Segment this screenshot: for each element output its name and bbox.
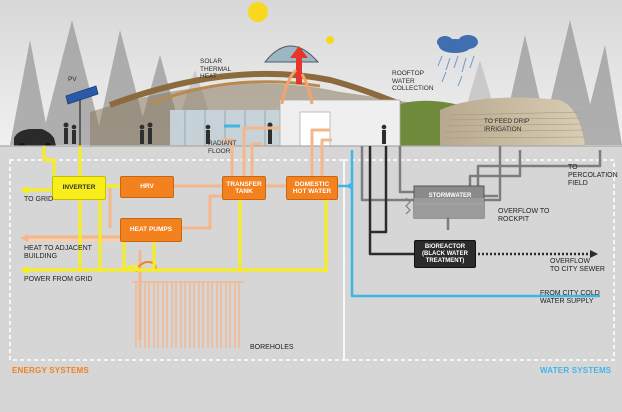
black-water-lines	[368, 146, 414, 256]
transfer-tank-box: TRANSFER TANK	[222, 176, 266, 200]
hrv-box: HRV	[120, 176, 174, 198]
stormwater-tank	[413, 185, 485, 219]
heat-pipes	[26, 126, 332, 340]
arrowheads-power	[20, 186, 28, 274]
stormwater-lines	[360, 146, 602, 230]
city-cold-water-supply-label: FROM CITY COLD WATER SUPPLY	[540, 290, 600, 305]
inverter-box: INVERTER	[52, 176, 106, 200]
water-systems-title: WATER SYSTEMS	[540, 366, 612, 375]
rooftop-water-collection-label: ROOFTOP WATER COLLECTION	[392, 70, 434, 92]
stormwater-box: STORMWATER	[428, 193, 472, 200]
arrowheads-water	[346, 182, 352, 190]
energy-systems-title: ENERGY SYSTEMS	[12, 366, 89, 375]
people-silhouettes	[63, 122, 387, 144]
rockpit-pipe	[405, 197, 411, 215]
earth-mound	[440, 97, 585, 146]
bioreactor-box: BIOREACTOR (BLACK WATER TREATMENT)	[414, 240, 476, 268]
heat-pumps-box: HEAT PUMPS	[120, 218, 182, 242]
rain-cloud-icon	[437, 35, 478, 87]
sun-icon	[248, 2, 268, 22]
pv-label: PV	[68, 76, 77, 83]
radiant-floor-label: RADIANT FLOOR	[208, 140, 237, 155]
pv-panel-icon	[65, 85, 99, 146]
heat-to-adjacent-building-label: HEAT TO ADJACENT BUILDING	[24, 245, 92, 260]
arrowheads-waste	[590, 250, 598, 258]
water-systems-frame	[343, 159, 615, 361]
percolation-field-label: TO PERCOLATION FIELD	[568, 164, 618, 187]
arrowheads-heat	[20, 234, 28, 242]
overflow-to-city-sewer-label: OVERFLOW TO CITY SEWER	[550, 258, 605, 273]
to-grid-label: TO GRID	[24, 196, 54, 203]
solar-thermal-heat-label: SOLAR THERMAL HEAT	[200, 58, 232, 80]
sun-ray-icon	[326, 36, 334, 44]
domestic-hot-water-box: DOMESTIC HOT WATER	[286, 176, 338, 200]
boreholes-label: BOREHOLES	[250, 344, 294, 351]
solar-heat-arrow	[280, 68, 298, 105]
power-from-grid-label: POWER FROM GRID	[24, 276, 93, 283]
warm-air-arrow	[290, 46, 308, 84]
overflow-to-rockpit-label: OVERFLOW TO ROCKPIT	[498, 208, 550, 223]
borehole-field	[132, 281, 244, 348]
skylight-dome	[263, 45, 320, 63]
drip-irrigation-label: TO FEED DRIP IRRIGATION	[484, 118, 530, 133]
